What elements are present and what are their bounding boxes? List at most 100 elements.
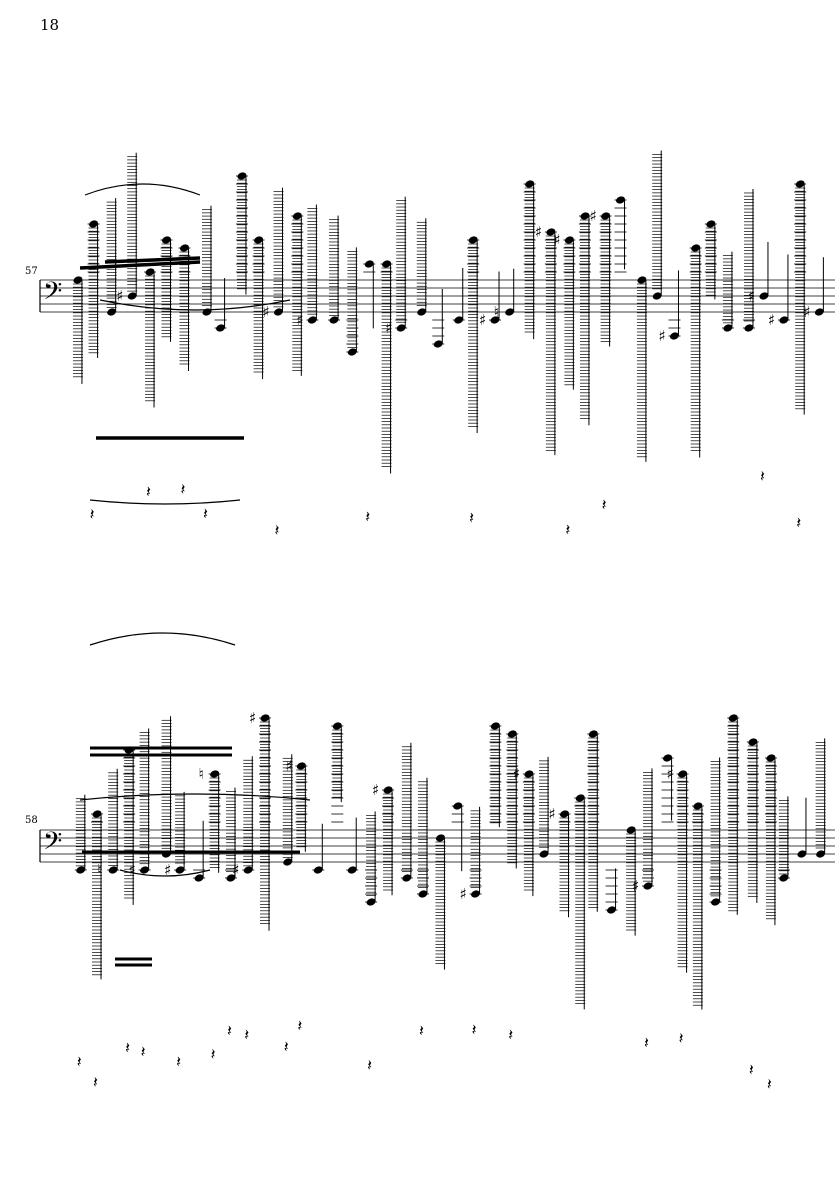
note-head	[162, 236, 171, 244]
system-1: 𝄢𝄽♯𝄽𝄽𝄽♯𝄽♯𝄽♯𝄽♯♮♯♯𝄽♯𝄽♯♯𝄽♯𝄽♯	[39, 150, 835, 540]
note-head	[108, 866, 118, 874]
note-head	[274, 308, 283, 316]
note-head	[307, 316, 317, 324]
sharp-sign-icon: ♯	[632, 877, 639, 895]
note-head	[505, 308, 515, 316]
note-head	[524, 770, 534, 778]
note-head	[226, 874, 236, 882]
sharp-sign-icon: ♯	[263, 303, 270, 321]
natural-sign-icon: ♮	[199, 765, 204, 783]
measure-number-58: 58	[25, 815, 38, 826]
sharp-sign-icon: ♯	[553, 231, 560, 249]
tie-slur	[119, 869, 211, 877]
note-head	[145, 268, 155, 276]
rest-icon: 𝄽	[472, 1020, 477, 1039]
rest-icon: 𝄽	[679, 1029, 684, 1048]
note-head	[507, 730, 517, 738]
note-head	[779, 874, 789, 882]
rest-icon: 𝄽	[244, 1025, 249, 1044]
note-head	[539, 850, 549, 858]
note-head	[637, 276, 647, 284]
note-head	[643, 882, 653, 890]
note-head	[663, 754, 673, 762]
note-head	[766, 754, 776, 762]
note-head	[744, 324, 754, 332]
note-head	[711, 898, 721, 906]
note-head	[175, 866, 185, 874]
sharp-sign-icon: ♯	[803, 303, 810, 321]
page-number: 18	[40, 16, 60, 34]
note-head	[92, 810, 102, 818]
rest-icon: 𝄽	[767, 1074, 772, 1093]
sharp-sign-icon: ♯	[658, 327, 665, 345]
note-head	[216, 324, 226, 332]
natural-sign-icon: ♮	[494, 303, 499, 321]
rest-icon: 𝄽	[367, 1055, 372, 1074]
note-head	[194, 874, 204, 882]
measure-number-57: 57	[25, 266, 38, 277]
rest-icon: 𝄽	[93, 1073, 98, 1092]
note-head	[453, 802, 463, 810]
note-head	[127, 292, 137, 300]
sharp-sign-icon: ♯	[549, 805, 556, 823]
rest-icon: 𝄽	[469, 508, 474, 527]
note-head	[779, 316, 789, 324]
note-head	[490, 722, 500, 730]
rest-icon: 𝄽	[227, 1021, 232, 1040]
note-head	[332, 722, 342, 730]
sharp-sign-icon: ♯	[385, 319, 392, 337]
note-head	[795, 180, 805, 188]
note-head	[706, 220, 716, 228]
bass-clef-icon: 𝄢	[43, 827, 62, 862]
rest-icon: 𝄽	[141, 1042, 146, 1061]
note-head	[107, 308, 117, 316]
bass-clef-icon: 𝄢	[43, 277, 62, 312]
sharp-sign-icon: ♯	[285, 757, 292, 775]
rest-icon: 𝄽	[565, 520, 570, 539]
rest-icon: 𝄽	[644, 1033, 649, 1052]
note-head	[364, 260, 374, 268]
rest-icon: 𝄽	[749, 1060, 754, 1079]
note-head	[601, 212, 611, 220]
sharp-sign-icon: ♯	[479, 311, 486, 329]
note-head	[366, 898, 376, 906]
note-head	[693, 802, 703, 810]
rest-icon: 𝄽	[275, 521, 280, 540]
rest-icon: 𝄽	[90, 504, 95, 523]
note-head	[313, 866, 323, 874]
sharp-sign-icon: ♯	[129, 861, 136, 879]
sharp-sign-icon: ♯	[460, 885, 467, 903]
rest-icon: 𝄽	[176, 1052, 181, 1071]
note-head	[329, 316, 339, 324]
note-head	[73, 276, 83, 284]
note-head	[296, 762, 306, 770]
tie-slur	[89, 632, 236, 646]
rest-icon: 𝄽	[125, 1038, 130, 1057]
note-head	[626, 826, 636, 834]
sharp-sign-icon: ♯	[249, 709, 256, 727]
note-head	[435, 834, 445, 842]
rest-icon: 𝄽	[146, 482, 151, 501]
sharp-sign-icon: ♯	[768, 311, 775, 329]
note-head	[292, 212, 302, 220]
note-head	[816, 850, 826, 858]
note-head	[575, 794, 585, 802]
note-head	[564, 236, 574, 244]
note-head	[243, 866, 253, 874]
system-2: 𝄢𝄽𝄽♮𝄽♯𝄽♯𝄽♮𝄽𝄽♯𝄽♯𝄽♯𝄽𝄽♯𝄽♯𝄽𝄽♯♯♯𝄽♯𝄽𝄽𝄽	[39, 632, 835, 1093]
natural-sign-icon: ♮	[97, 861, 102, 879]
sharp-sign-icon: ♯	[116, 287, 123, 305]
note-head	[471, 890, 481, 898]
rest-icon: 𝄽	[760, 467, 765, 486]
sharp-sign-icon: ♯	[590, 207, 597, 225]
rest-icon: 𝄽	[796, 513, 801, 532]
note-head	[652, 292, 662, 300]
tie-slur	[84, 183, 201, 196]
note-head	[382, 260, 392, 268]
note-head	[433, 340, 443, 348]
note-head	[210, 770, 220, 778]
note-head	[417, 308, 427, 316]
note-head	[748, 738, 758, 746]
note-head	[396, 324, 406, 332]
